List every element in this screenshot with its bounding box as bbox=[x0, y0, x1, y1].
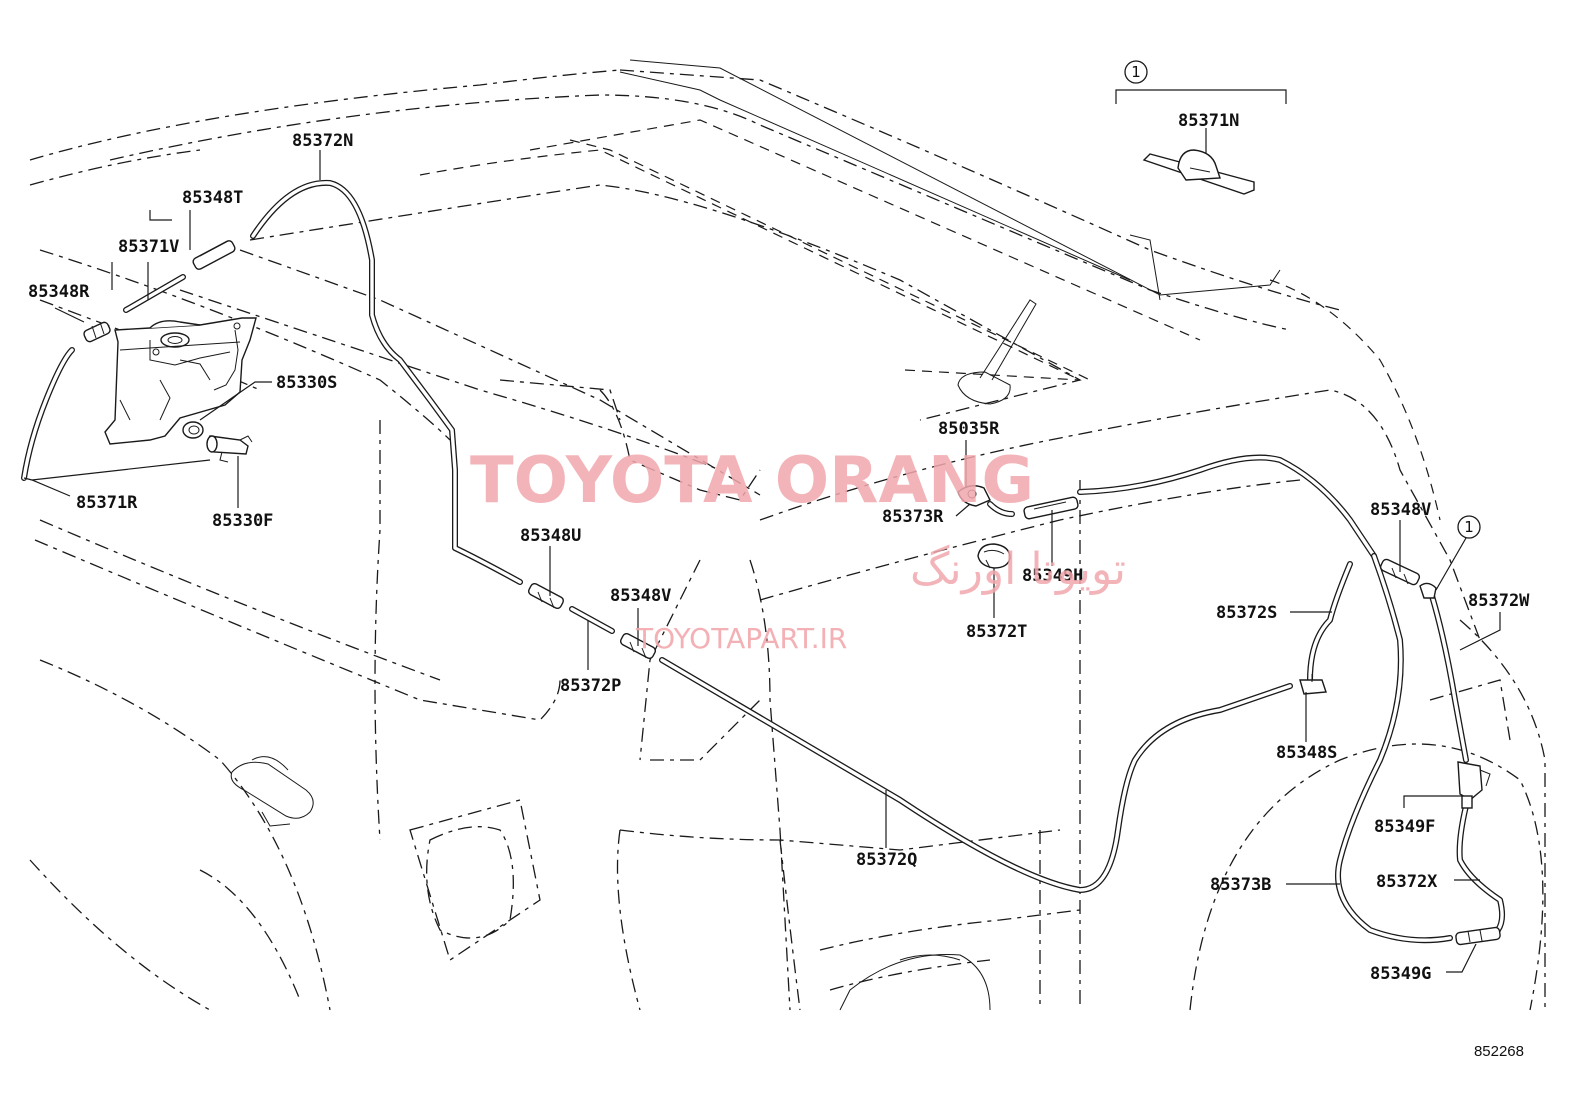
connectors bbox=[83, 240, 1501, 946]
label-85372T: 85372T bbox=[966, 622, 1027, 642]
label-85371N: 85371N bbox=[1178, 111, 1239, 131]
label-85035R: 85035R bbox=[938, 419, 1000, 439]
valve-85349F bbox=[1457, 761, 1491, 809]
label-85349F: 85349F bbox=[1374, 817, 1435, 837]
label-85373B: 85373B bbox=[1210, 875, 1271, 895]
label-85372W: 85372W bbox=[1468, 591, 1530, 611]
label-85348R: 85348R bbox=[28, 282, 90, 302]
callout-symbol-inset: 1 bbox=[1131, 63, 1141, 81]
watermark-title: TOYOTA ORANG bbox=[470, 444, 1034, 518]
label-85330F: 85330F bbox=[212, 511, 273, 531]
label-85349G: 85349G bbox=[1370, 964, 1431, 984]
washer-tank bbox=[104, 317, 257, 445]
roof-antenna bbox=[957, 299, 1037, 405]
label-85371R: 85371R bbox=[76, 493, 138, 513]
callout-hatch: 1 bbox=[1435, 515, 1481, 591]
part-labels: 85372N 85348T 85371V 85348R 85330S 85371… bbox=[28, 111, 1530, 984]
label-85371V: 85371V bbox=[118, 237, 179, 257]
joint-85349G bbox=[1455, 926, 1501, 946]
label-85349H: 85349H bbox=[1022, 566, 1083, 586]
watermark-persian: تویوتا اورنگ bbox=[910, 544, 1126, 595]
watermark-site: TOYOTAPART.IR bbox=[635, 622, 847, 655]
washer-hoses bbox=[21, 179, 1506, 944]
label-85330S: 85330S bbox=[276, 373, 337, 393]
label-85372N: 85372N bbox=[292, 131, 353, 151]
grommet-85372T bbox=[977, 543, 1011, 569]
label-85372S: 85372S bbox=[1216, 603, 1277, 623]
diagram-ref-number: 852268 bbox=[1474, 1043, 1524, 1060]
label-85348T: 85348T bbox=[182, 188, 243, 208]
tee-85348S bbox=[1299, 674, 1327, 695]
leader-lines bbox=[23, 150, 1501, 973]
check-valve-85035R bbox=[957, 485, 991, 507]
label-85348V-right: 85348V bbox=[1370, 500, 1431, 520]
label-85372X: 85372X bbox=[1376, 872, 1438, 892]
label-85348V-left: 85348V bbox=[610, 586, 671, 606]
label-85373R: 85373R bbox=[882, 507, 944, 527]
watermark: TOYOTA ORANG تویوتا اورنگ TOYOTAPART.IR bbox=[470, 444, 1126, 655]
grommet-85330S bbox=[182, 421, 204, 439]
label-85348U: 85348U bbox=[520, 526, 581, 546]
label-85372Q: 85372Q bbox=[856, 850, 917, 870]
vehicle-body-outline bbox=[29, 59, 1546, 1011]
label-85348S: 85348S bbox=[1276, 743, 1337, 763]
inset-85371N: 1 bbox=[1115, 60, 1287, 195]
joint-85348R bbox=[83, 321, 111, 343]
callout-symbol-hatch: 1 bbox=[1464, 518, 1474, 536]
washer-pump-85330F bbox=[206, 435, 253, 463]
joint-85348U bbox=[527, 582, 565, 610]
nozzle-hatch bbox=[1419, 582, 1437, 599]
joint-85348T bbox=[192, 240, 236, 270]
label-85372P: 85372P bbox=[560, 676, 621, 696]
